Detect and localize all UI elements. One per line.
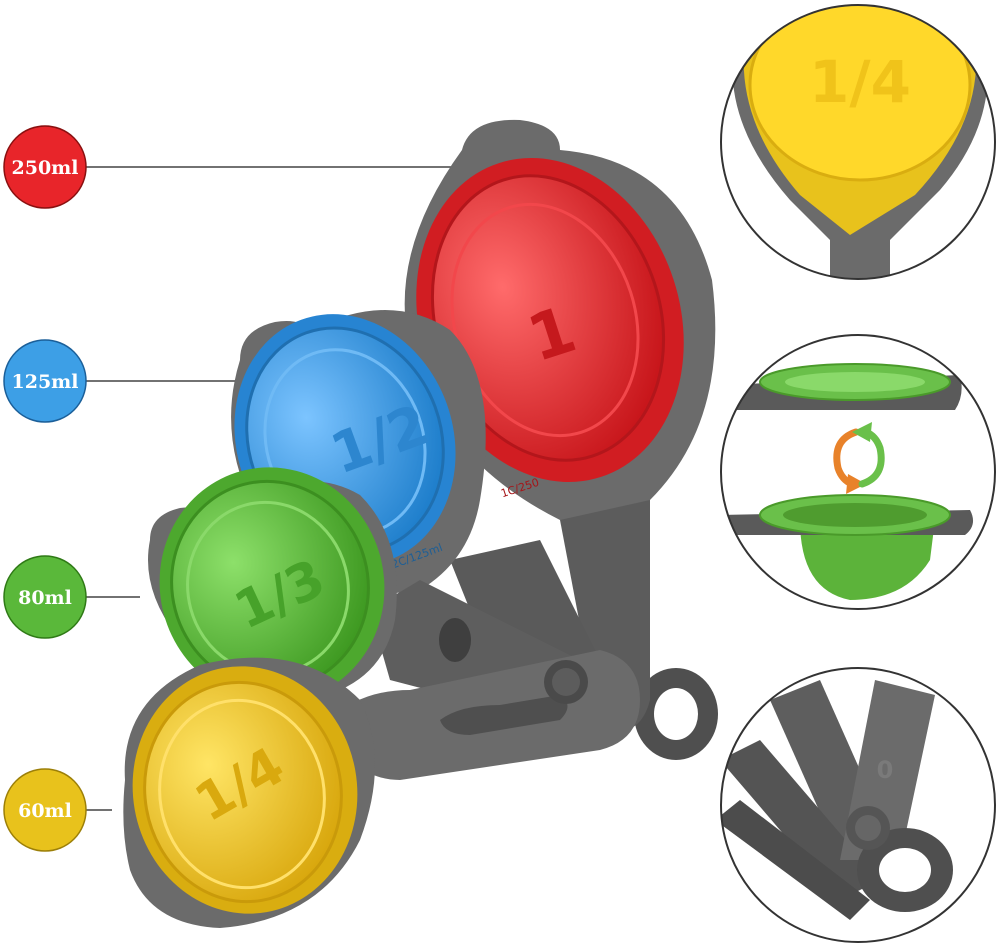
detail-circle-collapsible [720, 334, 996, 610]
badge-label-125ml: 125ml [12, 371, 79, 393]
badge-60ml: 60ml [3, 768, 87, 852]
detail-circle-handle: 0 [720, 667, 996, 943]
measuring-cups: 1 1C/250 1/2 1/2C/125ml 1/3 [123, 119, 718, 928]
badge-label-250ml: 250ml [12, 157, 79, 179]
detail-fraction: 1/4 [809, 48, 911, 116]
badge-125ml: 125ml [3, 339, 87, 423]
detail-handle-mark: 0 [877, 756, 894, 784]
badge-label-80ml: 80ml [18, 587, 72, 609]
badge-label-60ml: 60ml [18, 800, 72, 822]
badge-250ml: 250ml [3, 125, 87, 209]
rotate-arrows-icon [833, 422, 885, 494]
cup-60ml: 1/4 [123, 650, 640, 928]
detail-circle-fraction: 1/4 [720, 4, 996, 280]
hanging-loop [634, 668, 718, 760]
badge-80ml: 80ml [3, 555, 87, 639]
capacity-labels: 250ml 125ml 80ml 60ml [3, 125, 462, 852]
